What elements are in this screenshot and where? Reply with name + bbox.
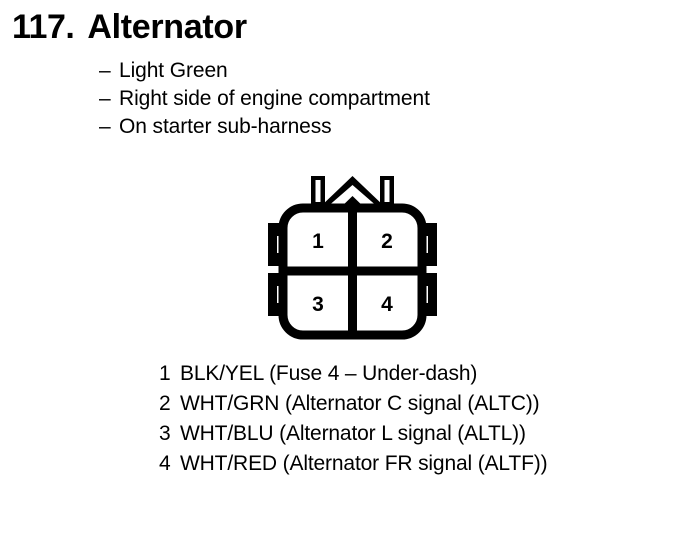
list-item: – On starter sub-harness [99, 115, 619, 143]
pin-description: BLK/YEL (Fuse 4 – Under-dash) [180, 362, 478, 385]
bullet-dash-icon: – [99, 59, 111, 82]
list-item: – Right side of engine compartment [99, 87, 619, 115]
connector-diagram: 1 2 3 4 [255, 168, 450, 343]
connector-top-posts [311, 176, 394, 206]
connector-pin-2-label: 2 [381, 230, 393, 253]
pin-number: 2 [159, 392, 171, 415]
connector-pin-3-label: 3 [312, 293, 324, 316]
pin-number: 3 [159, 422, 171, 445]
pin-description: WHT/GRN (Alternator C signal (ALTC)) [180, 392, 540, 415]
page-title: 117. Alternator [12, 8, 247, 47]
list-item: 4 WHT/RED (Alternator FR signal (ALTF)) [159, 452, 659, 482]
pin-legend: 1 BLK/YEL (Fuse 4 – Under-dash) 2 WHT/GR… [159, 362, 659, 482]
pin-number: 1 [159, 362, 171, 385]
section-title: Alternator [87, 8, 247, 46]
section-number: 117. [12, 8, 75, 46]
list-item: 3 WHT/BLU (Alternator L signal (ALTL)) [159, 422, 659, 452]
pin-number: 4 [159, 452, 171, 475]
connector-pin-4-label: 4 [381, 293, 393, 316]
detail-list: – Light Green – Right side of engine com… [99, 59, 619, 143]
pin-description: WHT/RED (Alternator FR signal (ALTF)) [180, 452, 548, 475]
list-item: 2 WHT/GRN (Alternator C signal (ALTC)) [159, 392, 659, 422]
detail-text: On starter sub-harness [119, 115, 332, 138]
list-item: – Light Green [99, 59, 619, 87]
connector-svg: 1 2 3 4 [268, 176, 437, 340]
list-item: 1 BLK/YEL (Fuse 4 – Under-dash) [159, 362, 659, 392]
detail-text: Light Green [119, 59, 228, 82]
bullet-dash-icon: – [99, 87, 111, 110]
connector-pin-1-label: 1 [312, 230, 324, 253]
detail-text: Right side of engine compartment [119, 87, 430, 110]
bullet-dash-icon: – [99, 115, 111, 138]
pin-description: WHT/BLU (Alternator L signal (ALTL)) [180, 422, 526, 445]
